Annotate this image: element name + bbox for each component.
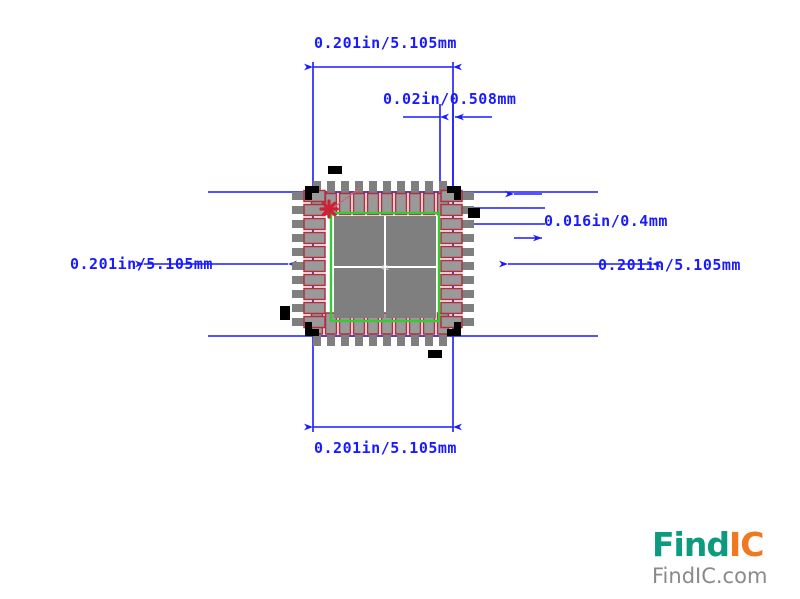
logo-find-text: Find [652,525,730,564]
land-pattern: 41 [280,166,480,358]
dim-label-pad-width: 0.016in/0.4mm [544,212,668,230]
logo-ic-text: IC [728,525,764,564]
pad-row-right [440,189,474,329]
findic-watermark-logo: FindIC FindIC.com [652,528,792,590]
dim-label-right-overall: 0.201in/5.105mm [598,256,741,274]
pad-row-left [292,189,326,329]
logo-domain-text: FindIC.com [652,564,768,588]
logo-wordmark: FindIC [652,528,792,562]
dimension-lines [135,63,661,431]
dim-label-top-overall: 0.201in/5.105mm [314,34,457,52]
svg-text:41: 41 [381,264,389,272]
pin1-marker-icon [319,187,361,219]
thermal-pad: 41 [329,211,441,323]
dim-label-top-pitch: 0.02in/0.508mm [383,90,517,108]
dim-label-bottom-overall: 0.201in/5.105mm [314,439,457,457]
assembly-marks [280,166,480,358]
dim-label-left-overall: 0.201in/5.105mm [70,255,213,273]
